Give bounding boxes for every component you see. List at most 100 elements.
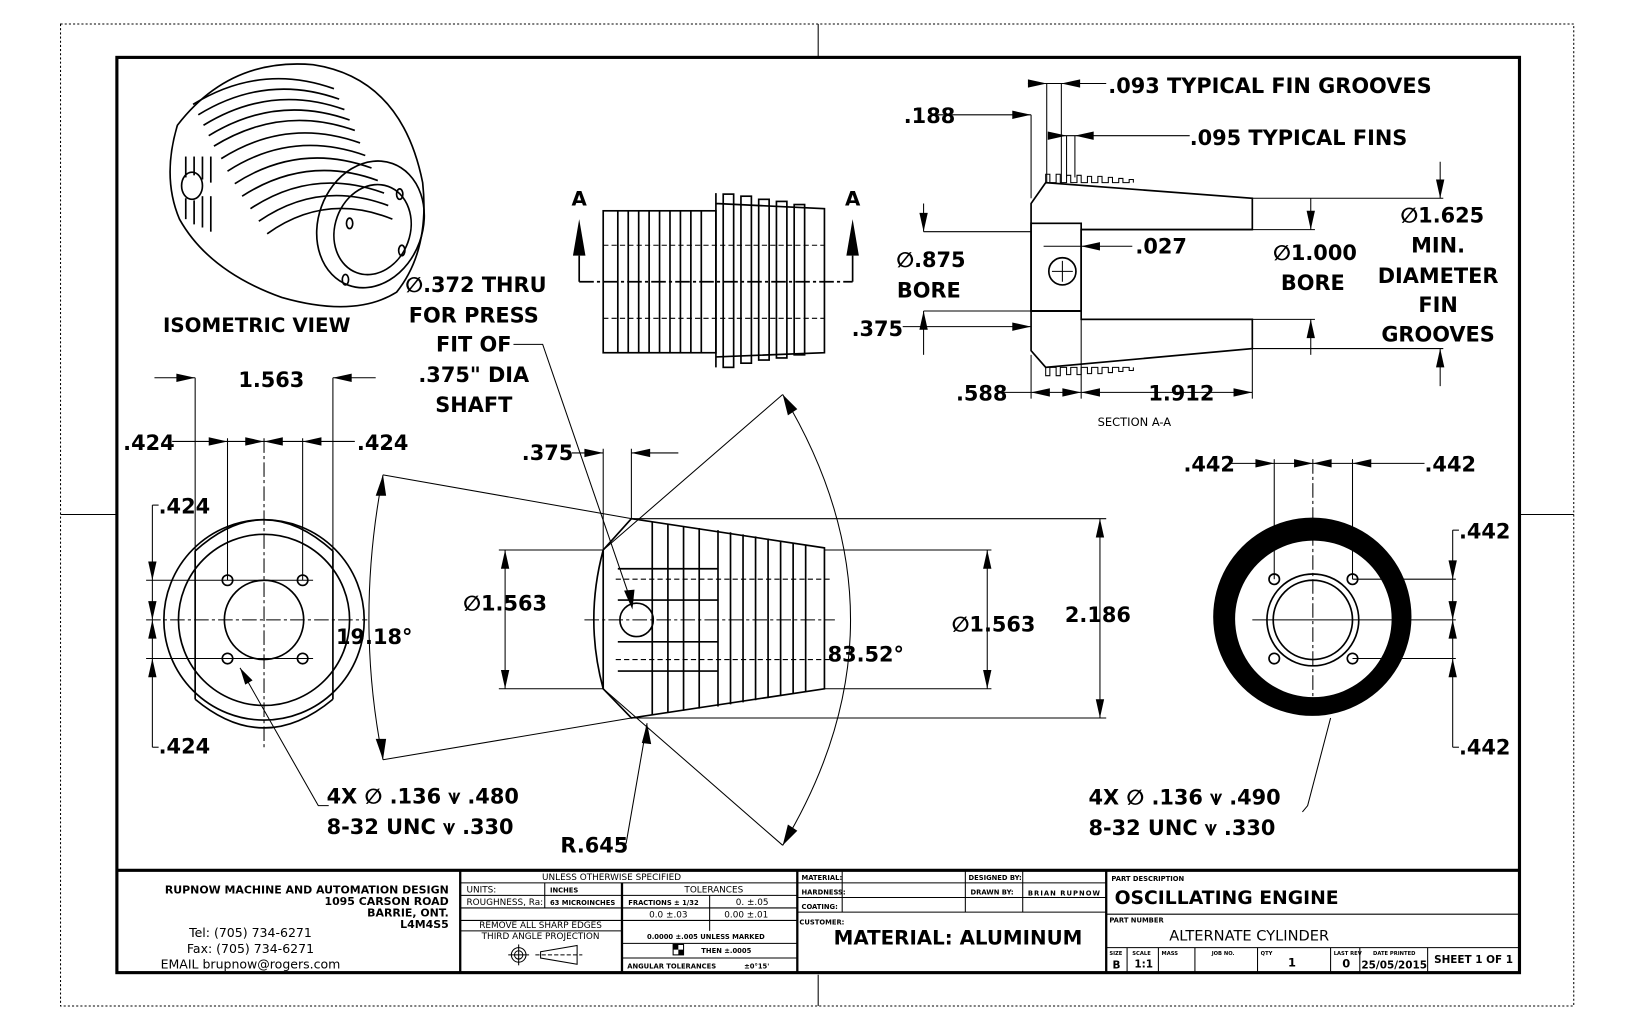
front-angle-left: 19.18°: [336, 625, 412, 649]
part-info-block: PART DESCRIPTION OSCILLATING ENGINE PART…: [1109, 875, 1513, 972]
section-mark-right: A: [845, 188, 861, 211]
left-424-top-left: .424: [123, 431, 174, 455]
right-442-top-left: .442: [1183, 453, 1234, 477]
company-address1: 1095 CARSON ROAD: [324, 895, 448, 908]
company-name: RUPNOW MACHINE AND AUTOMATION DESIGN: [165, 883, 449, 896]
bore-875-label: BORE: [897, 278, 961, 302]
tol-fractions: FRACTIONS ± 1/32: [628, 899, 699, 907]
press-fit-line5: SHAFT: [435, 393, 513, 417]
tol-one-place: 0. ±.05: [736, 898, 769, 908]
press-fit-line3: FIT OF: [436, 333, 511, 357]
right-hole-note-line2: 8-32 UNC ⩛ .330: [1088, 816, 1275, 840]
surface-finish-icon: [672, 943, 685, 956]
last-rev-value: 0: [1342, 956, 1350, 970]
tol-three-place: 0.00 ±.01: [724, 910, 768, 920]
designed-by-label: DESIGNED BY:: [968, 874, 1021, 882]
part-description: OSCILLATING ENGINE: [1115, 888, 1339, 909]
left-hole-note-line1: 4X ∅ .136 ⩛ .480: [327, 785, 519, 809]
size-value: B: [1112, 959, 1120, 971]
front-dia-right: ∅1.563: [952, 612, 1036, 636]
drawing-frame: [115, 55, 1522, 975]
press-fit-line1: ∅.372 THRU: [405, 273, 546, 297]
spec-header: UNLESS OTHERWISE SPECIFIED: [542, 873, 681, 883]
bore-1000-label: BORE: [1281, 271, 1345, 295]
front-height: 2.186: [1065, 603, 1131, 627]
units-label: UNITS:: [466, 885, 496, 895]
tol-four-place: 0.0000 ±.005 UNLESS MARKED: [647, 933, 765, 941]
roughness-label: ROUGHNESS, Ra:: [466, 898, 543, 908]
front-dia-left: ∅1.563: [463, 592, 547, 616]
left-424-vert-bottom: .424: [159, 734, 210, 758]
left-424-vert-top: .424: [159, 494, 210, 518]
front-375-dim: .375: [522, 441, 573, 465]
section-375-dim: .375: [852, 317, 903, 341]
left-424-top-right: .424: [357, 431, 408, 455]
section-mark-left: A: [572, 188, 588, 211]
offset-188-dim: .188: [904, 104, 955, 128]
scale-value: 1:1: [1134, 958, 1153, 970]
projection-label: THIRD ANGLE PROJECTION: [481, 932, 600, 942]
bore-1000-dim: ∅1.000: [1273, 241, 1357, 265]
last-rev-label: LAST REV: [1334, 951, 1362, 957]
units-value: INCHES: [550, 886, 578, 894]
sheet-number: SHEET 1 OF 1: [1434, 954, 1513, 966]
angular-tol-value: ±0°15': [744, 962, 769, 970]
company-tel: Tel: (705) 734-6271: [188, 925, 312, 940]
tol-two-place: 0.0 ±.03: [649, 910, 687, 920]
right-hole-note-line1: 4X ∅ .136 ⩛ .490: [1088, 786, 1280, 810]
material-label: MATERIAL:: [801, 874, 842, 882]
customer-label: CUSTOMER:: [799, 919, 844, 927]
min-diameter-line3: DIAMETER: [1378, 264, 1499, 288]
size-label: SIZE: [1109, 951, 1122, 957]
front-radius: R.645: [560, 834, 628, 858]
scale-label: SCALE: [1132, 951, 1151, 957]
min-diameter-line1: ∅1.625: [1400, 203, 1484, 227]
section-label: SECTION A-A: [1098, 415, 1172, 429]
title-block: RUPNOW MACHINE AND AUTOMATION DESIGN 109…: [116, 868, 1520, 973]
press-fit-line2: FOR PRESS: [409, 303, 539, 327]
drawn-by-label: DRAWN BY:: [971, 888, 1014, 896]
date-printed-label: DATE PRINTED: [1373, 951, 1416, 957]
tol-then: THEN ±.0005: [701, 947, 751, 955]
left-hole-note-line2: 8-32 UNC ⩛ .330: [327, 815, 514, 839]
press-fit-line4: .375" DIA: [418, 363, 530, 387]
hardness-label: HARDNESS:: [801, 888, 845, 896]
front-view: .375 ∅1.563 19.18° 83.52° ∅1.563 2.186 R…: [336, 394, 1131, 858]
wall-027-dim: .027: [1135, 235, 1186, 259]
part-number-label: PART NUMBER: [1109, 917, 1164, 925]
section-588-dim: .588: [956, 382, 1007, 406]
material-block: MATERIAL: HARDNESS: COATING: DESIGNED BY…: [799, 874, 1101, 950]
material-note: MATERIAL: ALUMINUM: [834, 926, 1083, 949]
job-number-label: JOB NO.: [1211, 951, 1235, 957]
right-442-vert-bottom: .442: [1459, 736, 1510, 760]
coating-label: COATING:: [801, 903, 837, 911]
company-fax: Fax: (705) 734-6271: [187, 941, 314, 956]
sheet-trim-border: [60, 23, 1575, 1007]
right-442-vert-top: .442: [1459, 519, 1510, 543]
drawn-by-value: BRIAN RUPNOW: [1028, 889, 1101, 897]
left-end-view: 1.563 .424 .424 .424 .424 4X ∅ .136 ⩛ .4…: [123, 368, 519, 839]
roughness-value: 63 MICROINCHES: [550, 899, 615, 907]
fin-grooves-dim: .093 TYPICAL FIN GROOVES: [1108, 74, 1431, 98]
tolerances-header: TOLERANCES: [683, 885, 743, 895]
min-diameter-line4: FIN: [1418, 293, 1457, 317]
section-a-a-view: .093 TYPICAL FIN GROOVES .188 .095 TYPIC…: [852, 74, 1499, 429]
spec-block: UNLESS OTHERWISE SPECIFIED UNITS: INCHES…: [466, 873, 769, 971]
angular-tol-label: ANGULAR TOLERANCES: [627, 962, 716, 970]
company-address2: BARRIE, ONT.: [367, 906, 449, 919]
sharp-edges-note: REMOVE ALL SHARP EDGES: [479, 921, 602, 931]
right-end-view: .442 .442 .442 .442 4X ∅ .136 ⩛ .490 8-3…: [1088, 453, 1510, 840]
company-email: EMAIL brupnow@rogers.com: [161, 956, 341, 971]
top-view: A A: [572, 188, 861, 369]
qty-value: 1: [1288, 955, 1296, 969]
fins-dim: .095 TYPICAL FINS: [1190, 126, 1408, 150]
min-diameter-line5: GROOVES: [1381, 322, 1495, 346]
company-info: RUPNOW MACHINE AND AUTOMATION DESIGN 109…: [161, 883, 449, 971]
qty-label: QTY: [1261, 951, 1273, 957]
date-printed-value: 25/05/2015: [1361, 959, 1427, 971]
part-number: ALTERNATE CYLINDER: [1169, 927, 1329, 944]
mass-label: MASS: [1162, 951, 1179, 957]
section-1912-dim: 1.912: [1148, 382, 1214, 406]
left-width-1563: 1.563: [238, 368, 304, 392]
